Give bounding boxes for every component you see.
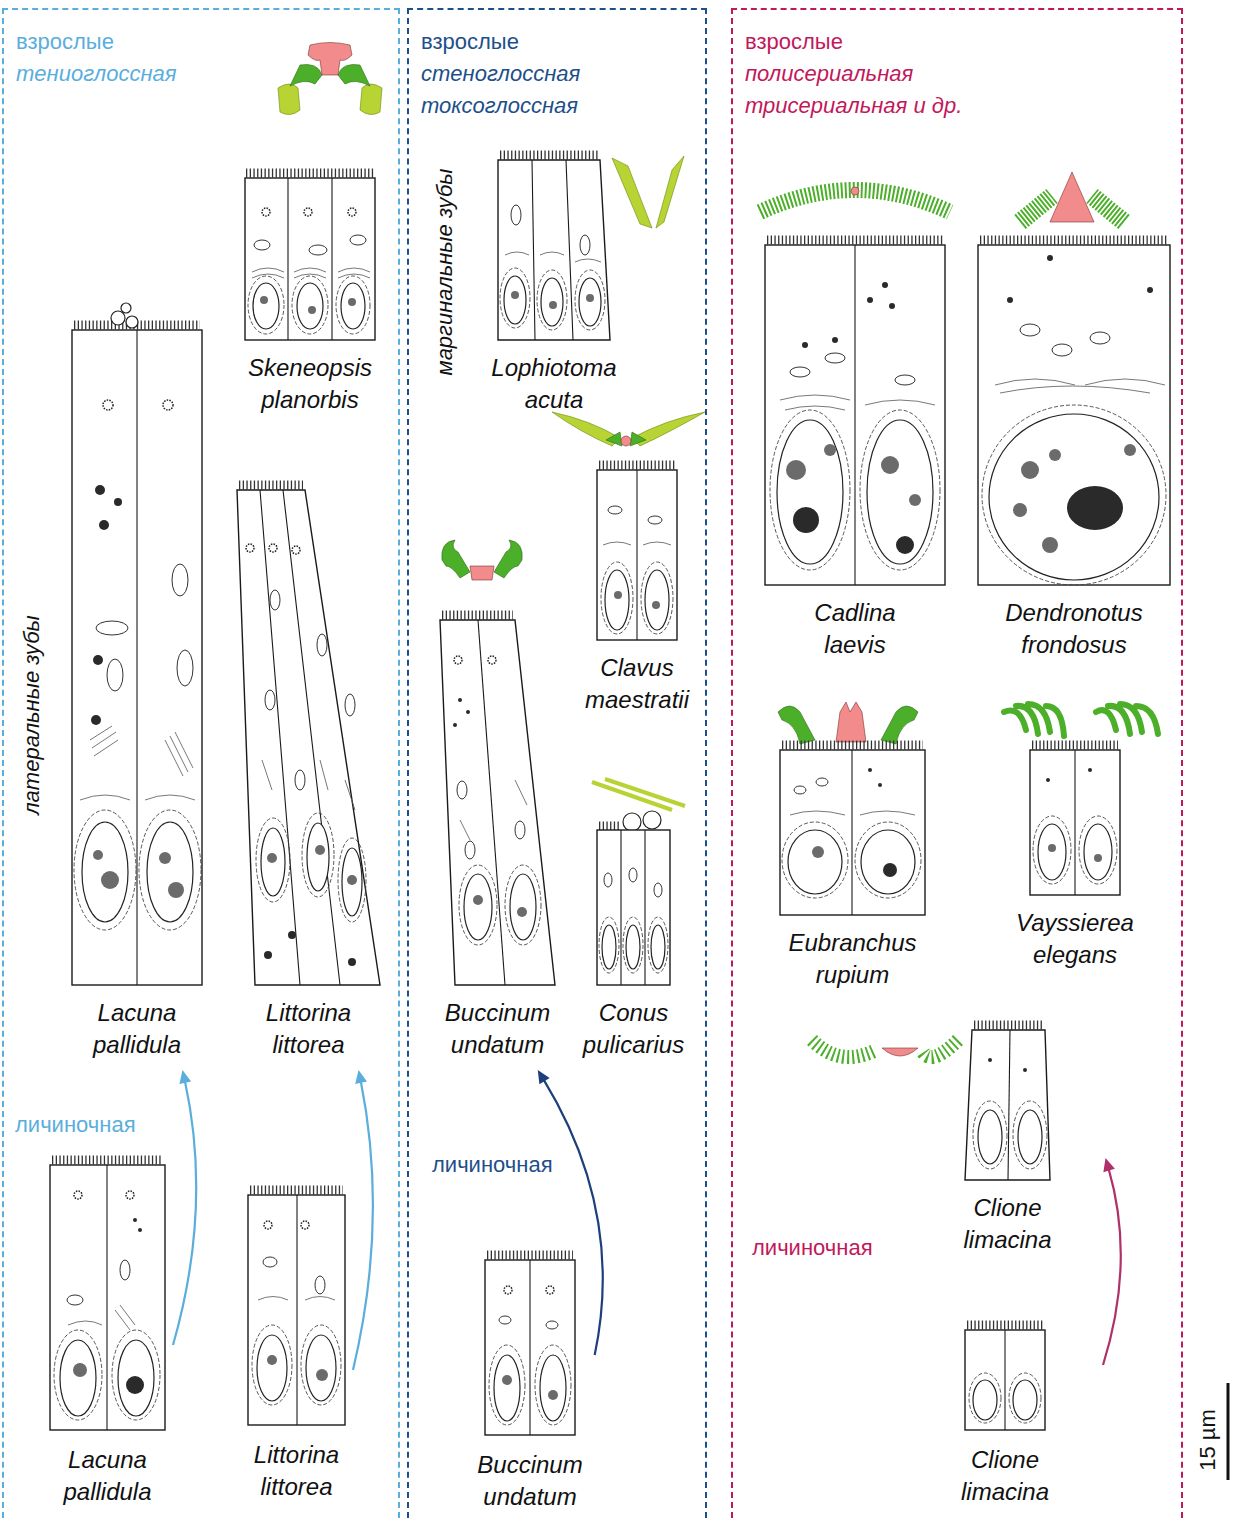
panel-header: взрослыестеноглосснаятоксоглоссная xyxy=(409,10,705,122)
connector-line xyxy=(353,1081,373,1370)
scale-bar xyxy=(1227,1383,1230,1480)
panel-heading: тениоглоссная xyxy=(16,58,398,90)
axis-label: маргинальные зубы xyxy=(430,169,460,376)
panel-heading: взрослые xyxy=(421,26,705,58)
species-name: Skeneopsis planorbis xyxy=(248,352,372,416)
cell-drawing xyxy=(248,1190,345,1425)
cell-drawing xyxy=(765,240,945,585)
cell-node: Clione limacina xyxy=(959,1020,1055,1258)
species-name: Eubranchus rupium xyxy=(788,927,916,991)
cell-drawing xyxy=(245,173,375,340)
cell-node: Vayssierea elegans xyxy=(1012,740,1138,973)
cell-node: Littorina littorea xyxy=(237,480,380,1063)
cell-node: Skeneopsis planorbis xyxy=(244,168,376,418)
cell-node: Lacuna pallidula xyxy=(50,1155,165,1510)
arrowhead xyxy=(355,1070,367,1084)
cell-drawing xyxy=(50,1160,165,1430)
species-name: Lophiotoma acuta xyxy=(491,352,616,416)
cell-drawing xyxy=(1030,745,1120,895)
panel-heading: взрослые xyxy=(745,26,1181,58)
panel-region: взрослыеполисериальнаятрисериальная и др… xyxy=(731,8,1183,1518)
cell-node: Clione limacina xyxy=(957,1320,1053,1510)
cell-node: Dendronotus frondosus xyxy=(978,235,1170,663)
panel-header: взрослыеполисериальнаятрисериальная и др… xyxy=(733,10,1181,122)
panel-header: взрослыетениоглоссная xyxy=(4,10,398,90)
arrowhead xyxy=(179,1070,191,1084)
radula-teeth xyxy=(278,43,1158,1058)
connector-line xyxy=(543,1079,602,1355)
stage-arrow xyxy=(353,1070,373,1370)
species-name: Clione limacina xyxy=(961,1444,1049,1508)
cell-drawing xyxy=(72,303,202,985)
cell-drawing xyxy=(498,155,610,340)
panel-heading: трисериальная и др. xyxy=(745,90,1181,122)
arrowhead xyxy=(538,1070,550,1084)
stage-arrow xyxy=(173,1070,196,1345)
cell-node: Clavus maestratii xyxy=(581,460,693,718)
axis-label: латеральные зубы xyxy=(17,615,47,815)
connector-line xyxy=(1103,1169,1121,1365)
cell-node: Littorina littorea xyxy=(248,1185,345,1505)
species-name: Cadlina laevis xyxy=(814,597,895,661)
cell-drawing xyxy=(965,1025,1050,1180)
stage-arrow xyxy=(538,1070,603,1355)
cell-drawing xyxy=(597,465,677,640)
stage-label: личиночная xyxy=(432,1150,553,1180)
cell-drawing xyxy=(440,615,555,985)
cell-drawing xyxy=(978,240,1170,585)
connector-line xyxy=(173,1081,196,1345)
cell-node: Cadlina laevis xyxy=(765,235,945,663)
panel-heading: полисериальная xyxy=(745,58,1181,90)
cell-node: Buccinum undatum xyxy=(440,610,555,1063)
cell-node: Conus pulicarius xyxy=(579,815,688,1063)
species-name: Clavus maestratii xyxy=(585,652,689,716)
species-name: Littorina littorea xyxy=(254,1439,339,1503)
cell-node: Buccinum undatum xyxy=(473,1250,586,1515)
cell-drawing xyxy=(965,1325,1045,1430)
species-name: Clione limacina xyxy=(963,1192,1051,1256)
cell-drawing xyxy=(485,1255,575,1435)
panel-heading: взрослые xyxy=(16,26,398,58)
species-name: Conus pulicarius xyxy=(583,997,684,1061)
species-name: Buccinum undatum xyxy=(445,997,550,1061)
cell-node: Lacuna pallidula xyxy=(72,320,202,1063)
cell-drawing xyxy=(237,485,380,985)
panel-heading: токсоглоссная xyxy=(421,90,705,122)
panel-region: взрослыетениоглосснаяSkeneopsis planorbi… xyxy=(2,8,400,1518)
species-name: Littorina littorea xyxy=(266,997,351,1061)
species-name: Dendronotus frondosus xyxy=(1005,597,1142,661)
stage-label: личиночная xyxy=(15,1110,136,1140)
cell-drawing xyxy=(780,745,925,915)
cell-node: Eubranchus rupium xyxy=(780,740,925,993)
species-name: Vayssierea elegans xyxy=(1016,907,1134,971)
species-name: Lacuna pallidula xyxy=(63,1444,151,1508)
species-name: Lacuna pallidula xyxy=(93,997,181,1061)
cell-drawing xyxy=(597,811,670,985)
axis-label: 15 µm xyxy=(1193,1409,1223,1471)
stage-label: личиночная xyxy=(752,1233,873,1263)
stage-arrow xyxy=(1103,1158,1121,1365)
arrowhead xyxy=(1103,1158,1115,1172)
cell-node: Lophiotoma acuta xyxy=(487,150,620,418)
species-name: Buccinum undatum xyxy=(477,1449,582,1513)
panel-heading: стеноглоссная xyxy=(421,58,705,90)
